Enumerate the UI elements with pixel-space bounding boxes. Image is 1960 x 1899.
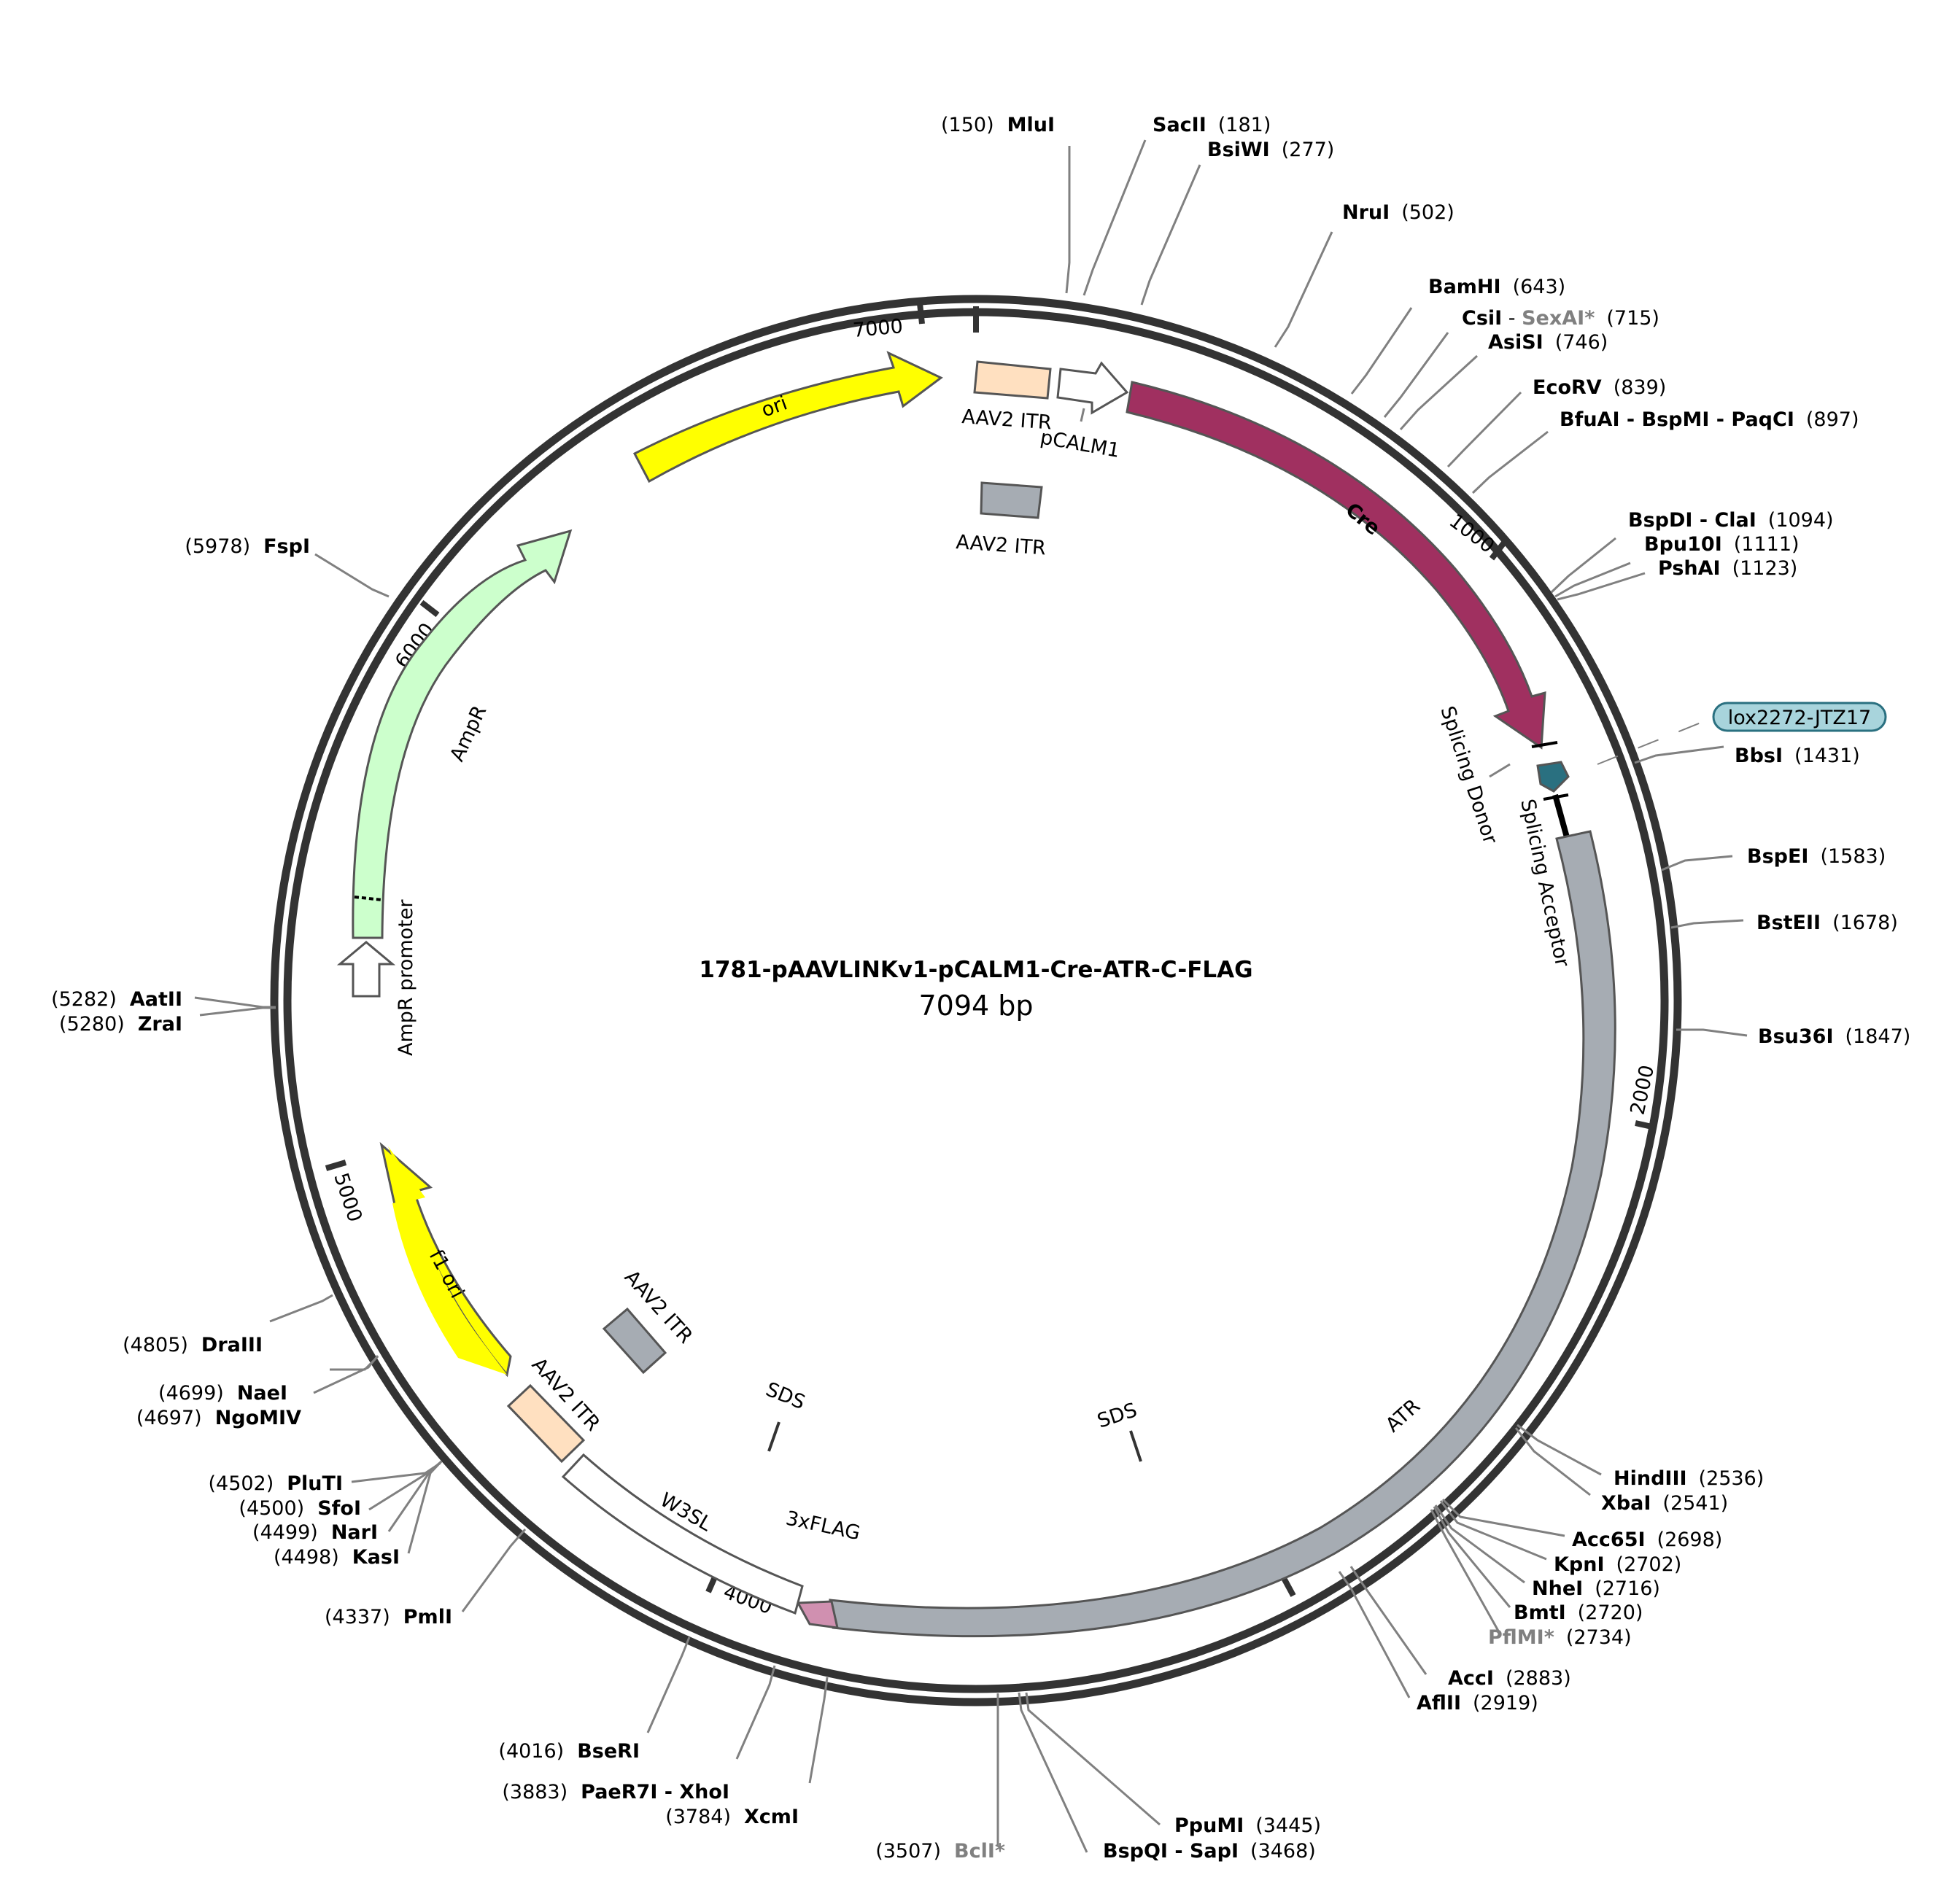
site-xcmi[interactable]: (3784)XcmI [665,1806,799,1828]
site-ppumi[interactable]: PpuMI(3445) [1174,1814,1321,1837]
site-bmti[interactable]: BmtI(2720) [1514,1601,1643,1624]
feature-atr-arrow[interactable] [829,830,1616,1638]
site-pshai[interactable]: PshAI(1123) [1658,557,1797,580]
feature-pcalm1-arrow[interactable] [1056,361,1129,415]
feature-lox-marker[interactable] [1536,761,1570,793]
ampr-promoter-divider [354,896,383,901]
center-title: 1781-pAAVLINKv1-pCALM1-Cre-ATR-C-FLAG 70… [699,957,1252,1022]
features [336,351,1616,1638]
tick-label-7000: 7000 [852,315,904,342]
feature-aav2-itr-grey-top-box[interactable] [980,481,1043,519]
lox-leader [1597,717,1714,765]
site-bspei[interactable]: BspEI(1583) [1747,845,1886,868]
site-draiii[interactable]: (4805)DraIII [123,1334,263,1356]
site-kasi[interactable]: (4498)KasI [274,1546,400,1569]
site-nrui[interactable]: NruI(502) [1342,201,1454,224]
site-bsu36i[interactable]: Bsu36I(1847) [1758,1025,1910,1048]
feature-w3sl-box[interactable] [561,1453,804,1615]
tick-marks [325,303,1656,1597]
splice-donor-tick [1531,741,1558,748]
site-sacii[interactable]: SacII(181) [1153,114,1271,136]
feature-ampr-promoter-arrow[interactable] [336,941,396,998]
lox-label-box [1712,702,1887,732]
feature-cre-arrow[interactable] [1126,381,1546,750]
label-sds-left: SDS [762,1378,808,1414]
site-bamhi[interactable]: BamHI(643) [1428,276,1565,298]
site-nari[interactable]: (4499)NarI [252,1521,378,1544]
tick-mark-1000 [1489,540,1507,561]
site-bsteii[interactable]: BstEII(1678) [1756,912,1898,934]
feature-ori-arrow[interactable] [632,351,943,484]
site-pluti[interactable]: (4502)PluTI [208,1472,343,1495]
tick-mark-3000 [1281,1577,1296,1597]
site-ngomiv[interactable]: (4697)NgoMIV [136,1407,301,1429]
site-bseri[interactable]: (4016)BseRI [498,1740,640,1763]
tick-mark-2000 [1635,1120,1656,1130]
sds-marker-right [1129,1430,1142,1462]
site-pflmi[interactable]: PflMI*(2734) [1488,1626,1632,1649]
plasmid-title: 1781-pAAVLINKv1-pCALM1-Cre-ATR-C-FLAG [699,957,1252,983]
site-bpu10i[interactable]: Bpu10I(1111) [1644,533,1800,556]
tick-label-1000: 1000 [1445,510,1499,558]
site-acci[interactable]: AccI(2883) [1448,1667,1571,1690]
tick-mark-5000 [325,1160,347,1171]
site-nhei[interactable]: NheI(2716) [1532,1577,1660,1600]
site-pmli[interactable]: (4337)PmlI [325,1606,452,1628]
site-labels: (150)MluI SacII(181) BsiWI(277) NruI(502… [51,114,1910,1863]
site-fspi[interactable]: (5978)FspI [185,535,310,558]
site-bcli[interactable]: (3507)BclI* [875,1840,1005,1863]
site-acc65i[interactable]: Acc65I(2698) [1572,1529,1722,1551]
site-sfoi[interactable]: (4500)SfoI [239,1497,361,1520]
site-aflii[interactable]: AflII(2919) [1417,1692,1538,1714]
site-naei[interactable]: (4699)NaeI [158,1382,287,1405]
label-aav2-itr-grey-top: AAV2 ITR [956,531,1047,560]
lox-label-group[interactable]: lox2272-JTZ17 [1712,702,1887,732]
site-aatii[interactable]: (5282)AatII [51,988,182,1011]
site-bspdi-clai[interactable]: BspDI - ClaI(1094) [1628,509,1834,532]
site-paer7i-xhoi[interactable]: (3883)PaeR7I - XhoI [502,1781,729,1803]
site-zrai[interactable]: (5280)ZraI [59,1013,182,1036]
label-3xflag: 3xFLAG [784,1507,862,1545]
tick-label-5000: 5000 [329,1170,366,1225]
site-bsiwi[interactable]: BsiWI(277) [1207,139,1334,161]
site-asisi[interactable]: AsiSI(746) [1488,331,1608,354]
sds-marker-left [767,1421,780,1452]
feature-ampr-arrow[interactable] [352,529,573,939]
feature-3xflag-arrow[interactable] [796,1600,839,1629]
label-ampr-promoter: AmpR promoter [395,899,417,1056]
label-lox: lox2272-JTZ17 [1728,707,1871,729]
splicing-donor-leader [1489,763,1511,778]
site-xbai[interactable]: XbaI(2541) [1601,1492,1728,1515]
plasmid-length: 7094 bp [918,990,1033,1022]
tick-mark-7000 [917,303,925,325]
site-hindiii[interactable]: HindIII(2536) [1614,1467,1764,1490]
label-ampr: AmpR [446,702,491,765]
site-csii-sexai[interactable]: CsiI - SexAI*(715) [1462,307,1659,330]
site-leaders [194,139,1748,1853]
pcalm1-leader [1080,408,1085,422]
label-sds-right: SDS [1095,1399,1140,1433]
feature-aav2-itr-top-box[interactable] [973,360,1052,400]
tick-mark-6000 [419,599,440,618]
feature-aav2-itr-grey-bottom-box[interactable] [602,1307,667,1375]
site-bfuai-bspmi-paqci[interactable]: BfuAI - BspMI - PaqCI(897) [1560,408,1859,431]
feature-f1ori-body [388,1146,507,1375]
site-kpni[interactable]: KpnI(2702) [1554,1553,1681,1576]
splice-link [1552,793,1570,839]
label-atr: ATR [1382,1395,1425,1437]
label-aav2-itr-top: AAV2 ITR [961,405,1053,435]
site-bspqi-sapi[interactable]: BspQI - SapI(3468) [1103,1840,1316,1863]
feature-aav2-itr-bottom-box[interactable] [506,1383,586,1464]
site-ecorv[interactable]: EcoRV(839) [1533,376,1666,399]
site-mlui[interactable]: (150)MluI [941,114,1055,136]
site-bbsi[interactable]: BbsI(1431) [1735,745,1860,767]
label-pcalm1: pCALM1 [1039,426,1122,462]
